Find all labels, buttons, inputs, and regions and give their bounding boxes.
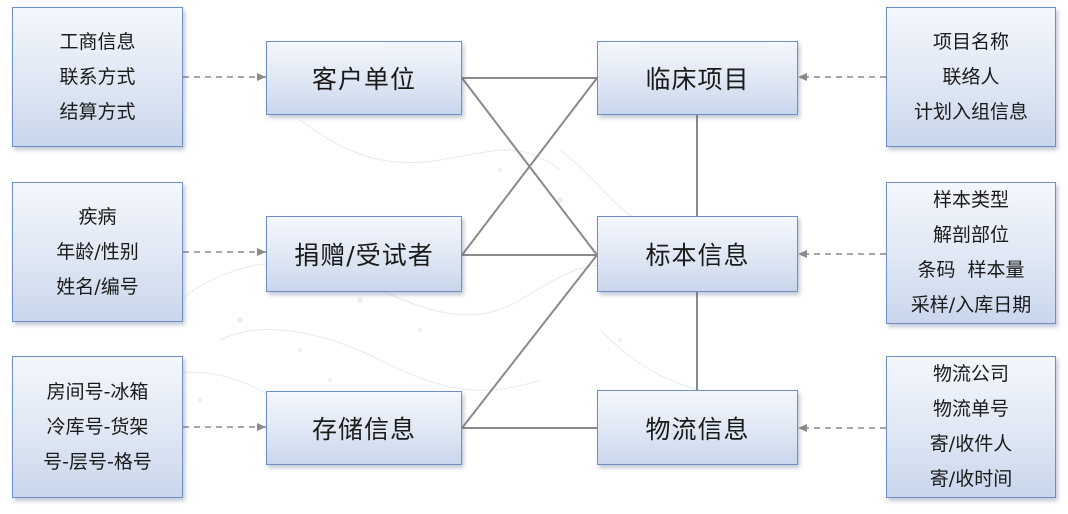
donor-attr-name-id: 姓名/编号: [56, 275, 139, 298]
entity-sample-info-label: 标本信息: [645, 241, 750, 270]
storage-attr-layer-slot: 号-层号-格号: [43, 450, 152, 473]
entity-sample-info: 标本信息: [597, 216, 798, 292]
clinical-attr-project-name: 项目名称: [932, 30, 1009, 53]
donor-attributes-box: 疾病 年龄/性别 姓名/编号: [12, 182, 183, 322]
entity-customer-unit: 客户单位: [266, 41, 462, 115]
sample-attr-dates: 采样/入库日期: [910, 294, 1032, 316]
entity-clinical-project: 临床项目: [597, 41, 798, 115]
sample-attr-barcode-volume: 条码 样本量: [917, 259, 1025, 281]
customer-attr-business: 工商信息: [59, 30, 136, 53]
entity-storage-info-label: 存储信息: [311, 415, 416, 444]
entity-logistics-info: 物流信息: [597, 390, 798, 465]
logistics-attr-send-receive-time: 寄/收时间: [929, 468, 1013, 490]
clinical-attributes-box: 项目名称 联络人 计划入组信息: [886, 7, 1056, 147]
storage-attr-coldroom-shelf: 冷库号-货架: [46, 415, 149, 438]
storage-attributes-box: 房间号-冰箱 冷库号-货架 号-层号-格号: [12, 356, 183, 498]
entity-logistics-info-label: 物流信息: [645, 414, 750, 444]
clinical-attr-contact-person: 联络人: [942, 65, 1000, 88]
sample-attributes-box: 样本类型 解剖部位 条码 样本量 采样/入库日期: [886, 182, 1056, 324]
donor-attr-disease: 疾病: [78, 205, 117, 228]
entity-storage-info: 存储信息: [266, 391, 462, 465]
donor-attr-age-gender: 年龄/性别: [56, 240, 139, 263]
customer-attr-contact: 联系方式: [59, 65, 136, 88]
clinical-attr-enrollment-plan: 计划入组信息: [913, 100, 1028, 123]
entity-clinical-project-label: 临床项目: [645, 65, 750, 94]
entity-donor-subject-label: 捐赠/受试者: [294, 241, 434, 270]
link-donor-clinical: [461, 77, 598, 256]
logistics-attr-tracking: 物流单号: [932, 398, 1009, 420]
sample-attr-type: 样本类型: [932, 189, 1009, 211]
logistics-attr-sender-receiver: 寄/收件人: [929, 433, 1013, 455]
storage-attr-room-freezer: 房间号-冰箱: [46, 380, 149, 403]
customer-attr-settlement: 结算方式: [59, 100, 136, 123]
link-storage-sample: [461, 254, 598, 429]
logistics-attr-company: 物流公司: [932, 363, 1009, 385]
customer-attributes-box: 工商信息 联系方式 结算方式: [12, 7, 183, 147]
logistics-attributes-box: 物流公司 物流单号 寄/收件人 寄/收时间: [886, 356, 1056, 498]
entity-donor-subject: 捐赠/受试者: [266, 216, 462, 292]
sample-attr-anatomy: 解剖部位: [932, 224, 1009, 246]
entity-customer-unit-label: 客户单位: [311, 65, 416, 94]
